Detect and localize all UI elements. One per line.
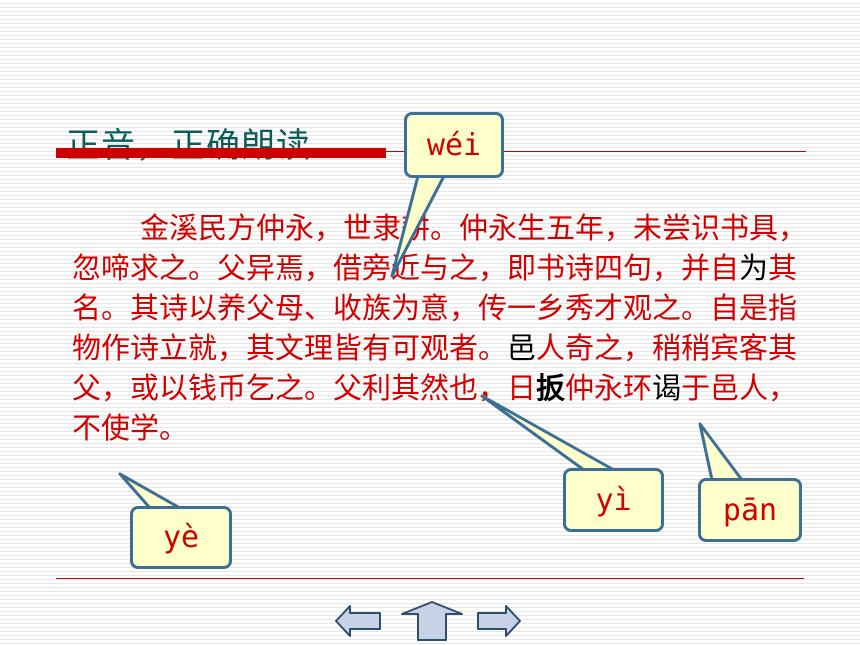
up-arrow-icon <box>401 601 463 641</box>
highlight-char-yi: 邑 <box>507 331 537 365</box>
pinyin-callout-yi: yì <box>563 468 664 532</box>
passage-segment-5: 于邑人，不使学。 <box>72 371 798 445</box>
highlight-char-pan: 扳 <box>536 371 566 405</box>
passage-segment-2: 其名。其诗以养父母、收族为意，传一乡秀才观之。自是指物作诗立就，其文理皆有可观者… <box>72 251 798 365</box>
left-arrow-icon <box>335 605 381 637</box>
passage-segment-1: 金溪民方仲永，世隶耕。仲永生五年，未尝识书具，忽啼求之。父异焉，借旁近与之，即书… <box>72 211 808 285</box>
pinyin-callout-wei: wéi <box>404 112 504 178</box>
title-accent-bar <box>56 148 386 158</box>
passage-segment-4: 仲永环 <box>565 371 653 405</box>
callout-pointer-ye <box>118 472 182 510</box>
bottom-divider-line <box>56 578 804 579</box>
title-divider-line <box>386 151 806 152</box>
right-arrow-icon <box>477 605 521 637</box>
next-slide-button[interactable] <box>476 600 522 642</box>
highlight-char-wei: 为 <box>739 251 769 285</box>
previous-slide-button[interactable] <box>334 600 384 642</box>
pinyin-callout-ye: yè <box>130 506 232 569</box>
passage-segment-3: 人奇之，稍稍宾客其父，或以钱币乞之。父利其然也，日 <box>72 331 798 405</box>
passage-text: 金溪民方仲永，世隶耕。仲永生五年，未尝识书具，忽啼求之。父异焉，借旁近与之，即书… <box>72 208 812 448</box>
home-slide-button[interactable] <box>400 600 464 642</box>
slide-title: 正音，正确朗读 <box>66 126 311 166</box>
pinyin-callout-pan: pān <box>698 478 802 542</box>
highlight-char-ye: 谒 <box>652 371 682 405</box>
